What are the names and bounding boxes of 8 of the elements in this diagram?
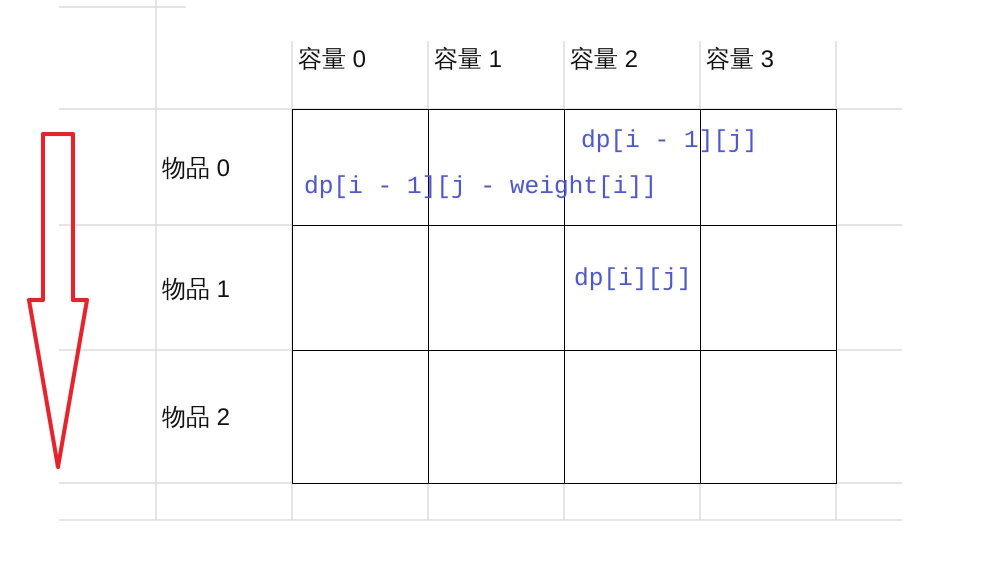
row-header: 物品 0 xyxy=(162,157,230,181)
column-header: 容量 3 xyxy=(706,48,774,72)
row-header: 物品 2 xyxy=(162,406,230,430)
column-header: 容量 2 xyxy=(570,48,638,72)
formula-text: dp[i][j] xyxy=(574,268,692,292)
column-header: 容量 1 xyxy=(434,48,502,72)
column-header: 容量 0 xyxy=(298,48,366,72)
row-header: 物品 1 xyxy=(162,278,230,302)
